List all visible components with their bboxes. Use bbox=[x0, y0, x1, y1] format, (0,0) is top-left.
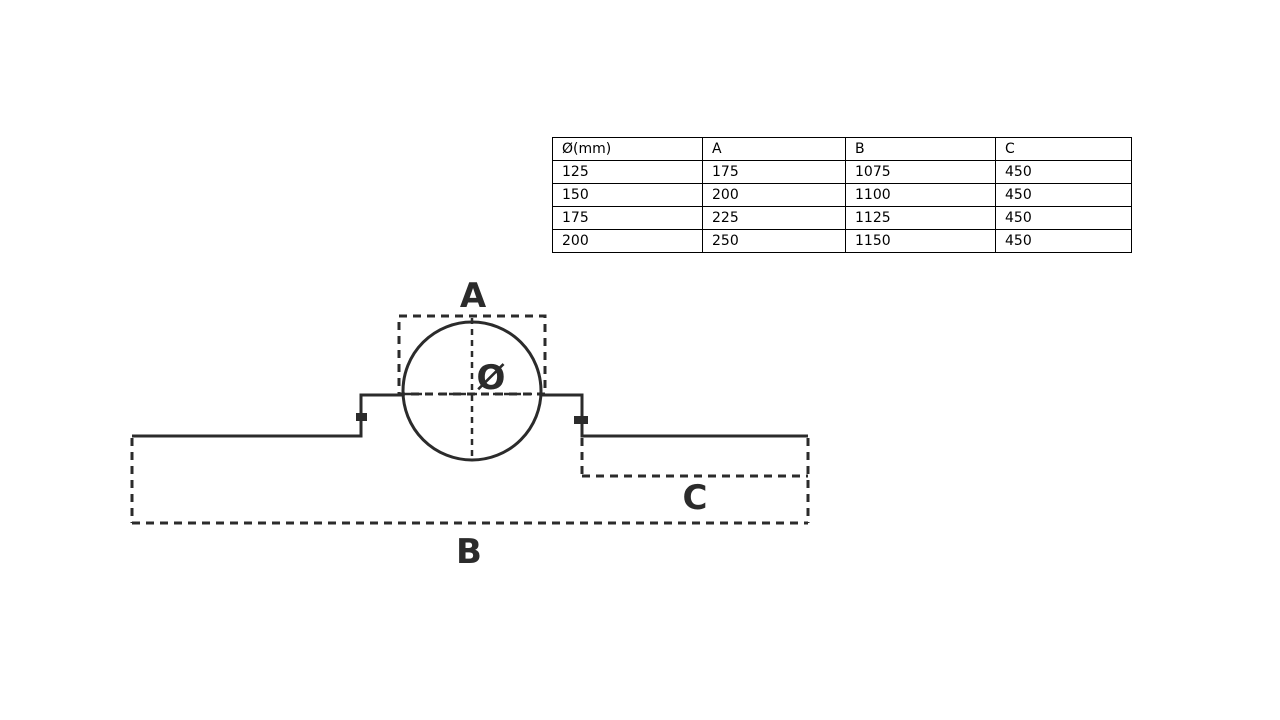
table-row: 200 250 1150 450 bbox=[552, 229, 1132, 253]
header-diameter: Ø(mm) bbox=[552, 137, 703, 161]
table-cell: 175 bbox=[702, 160, 846, 184]
table-cell: 250 bbox=[702, 229, 846, 253]
dimensions-table: Ø(mm) A B C 125 175 1075 450 150 200 110… bbox=[552, 137, 1132, 253]
table-cell: 1125 bbox=[845, 206, 996, 230]
table-cell: 1075 bbox=[845, 160, 996, 184]
left-clamp-marker bbox=[356, 413, 367, 421]
label-diameter: Ø bbox=[477, 358, 506, 398]
table-cell: 200 bbox=[552, 229, 703, 253]
label-a: A bbox=[460, 276, 487, 316]
table-header-row: Ø(mm) A B C bbox=[552, 137, 1132, 161]
right-clamp-marker bbox=[574, 416, 588, 424]
label-b: B bbox=[456, 532, 482, 572]
table-cell: 1100 bbox=[845, 183, 996, 207]
table-cell: 125 bbox=[552, 160, 703, 184]
table-row: 175 225 1125 450 bbox=[552, 206, 1132, 230]
table-cell: 450 bbox=[995, 183, 1132, 207]
table-cell: 450 bbox=[995, 229, 1132, 253]
pipe-right-outline bbox=[541, 393, 808, 438]
header-a: A bbox=[702, 137, 846, 161]
table-cell: 175 bbox=[552, 206, 703, 230]
label-c: C bbox=[683, 478, 708, 518]
table-cell: 1150 bbox=[845, 229, 996, 253]
